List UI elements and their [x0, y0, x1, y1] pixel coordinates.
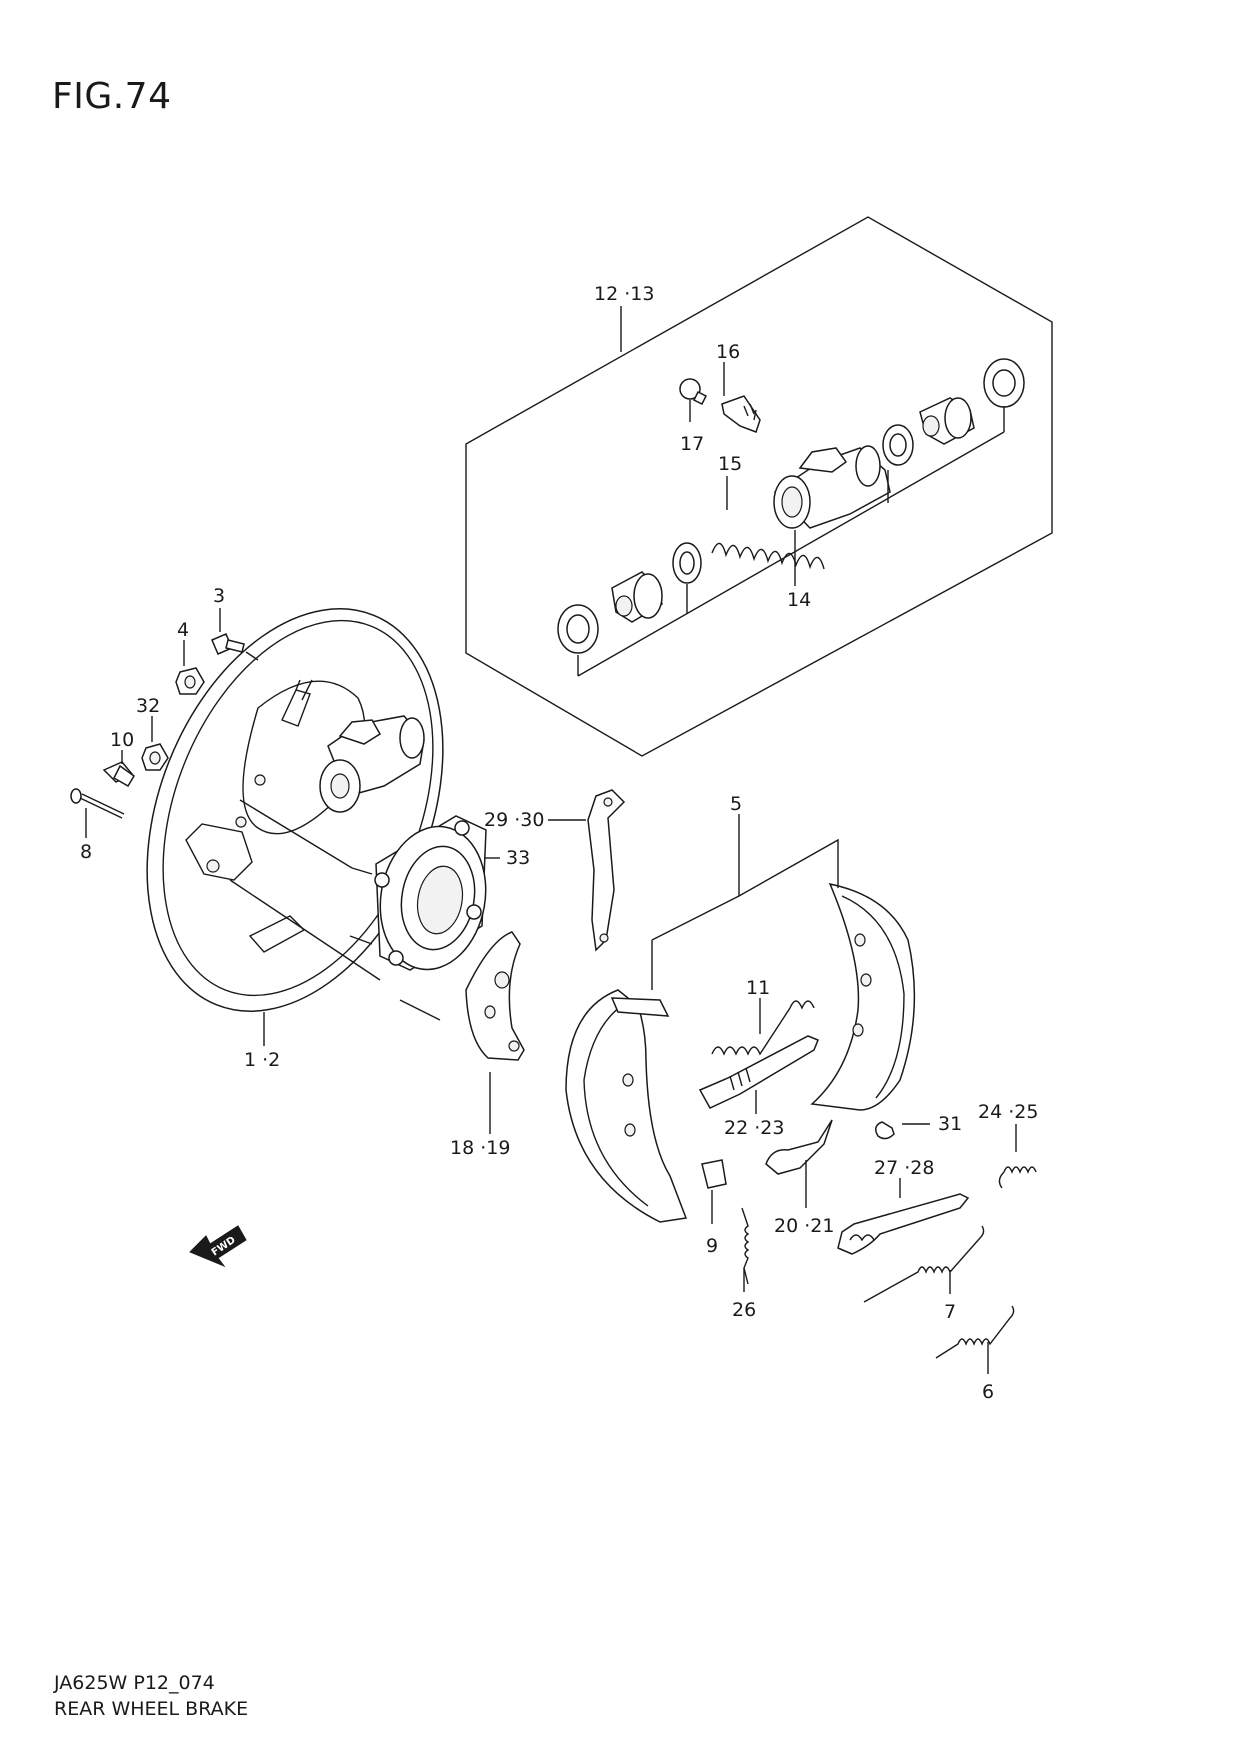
- callout-31: 31: [938, 1113, 962, 1135]
- bleeder-screw: [721, 395, 761, 433]
- cylinder-cup-right: [882, 424, 914, 466]
- figure-title: FIG.74: [52, 76, 172, 117]
- strut-lever: [587, 789, 626, 952]
- footer-code: JA625W P12_074: [54, 1672, 215, 1694]
- brake-shoe-leading: [565, 989, 688, 1223]
- spring-6: [935, 1305, 1015, 1359]
- cylinder-boot-left: [557, 604, 599, 654]
- pin-8: [70, 788, 125, 819]
- callout-14: 14: [787, 589, 811, 611]
- clip-31: [875, 1121, 895, 1140]
- callout-29-30: 29 ·30: [484, 809, 544, 831]
- callout-24-25: 24 ·25: [978, 1101, 1038, 1123]
- adjuster-22-23: [698, 1035, 819, 1109]
- parking-brake-plate: [465, 931, 525, 1061]
- footer-title: REAR WHEEL BRAKE: [54, 1698, 249, 1720]
- kit-bracket-14: [577, 406, 1005, 677]
- cylinder-body: [773, 445, 891, 529]
- wheel-cylinder-kit-box: [465, 216, 1053, 757]
- callout-6: 6: [982, 1381, 994, 1403]
- dash-3: [245, 651, 259, 661]
- bleeder-cap: [679, 378, 708, 406]
- spring-7: [863, 1225, 985, 1303]
- cylinder-spring: [711, 542, 825, 570]
- callout-33: 33: [506, 847, 530, 869]
- callout-17: 17: [680, 433, 704, 455]
- callout-12-13: 12 ·13: [594, 283, 654, 305]
- callout-7: 7: [944, 1301, 956, 1323]
- cylinder-piston-right: [919, 397, 975, 445]
- callout-15: 15: [718, 453, 742, 475]
- spring-11: [711, 1000, 815, 1056]
- callout-11: 11: [746, 977, 770, 999]
- callout-1-2: 1 ·2: [244, 1049, 280, 1071]
- callout-10: 10: [110, 729, 134, 751]
- bolt-10: [102, 761, 135, 788]
- callout-4: 4: [177, 619, 189, 641]
- callout-9: 9: [706, 1235, 718, 1257]
- hub-bearing-flange: [349, 815, 487, 971]
- callout-20-21: 20 ·21: [774, 1215, 834, 1237]
- brake-shoe-trailing: [810, 882, 916, 1111]
- fwd-arrow-icon: FWD: [189, 1225, 247, 1268]
- lever-27-28: [837, 1193, 970, 1255]
- spring-24-25: [998, 1166, 1037, 1189]
- nut-4: [175, 667, 205, 695]
- callout-8: 8: [80, 841, 92, 863]
- guide-9: [701, 1159, 727, 1189]
- backing-plate-cylinder: [319, 715, 425, 813]
- cylinder-piston-left: [611, 571, 663, 623]
- callout-5: 5: [730, 793, 742, 815]
- callout-26: 26: [732, 1299, 756, 1321]
- backing-plate: [146, 608, 444, 1012]
- bolt-3: [211, 633, 245, 655]
- nut-32: [141, 743, 169, 771]
- axis-hub: [229, 799, 441, 1021]
- leader-5-bracket: [651, 814, 839, 990]
- callout-3: 3: [213, 585, 225, 607]
- cylinder-boot-right: [983, 358, 1025, 408]
- callout-32: 32: [136, 695, 160, 717]
- cylinder-cup-left: [672, 542, 702, 584]
- lever-20-21: [765, 1119, 833, 1175]
- callout-27-28: 27 ·28: [874, 1157, 934, 1179]
- spring-26: [741, 1207, 750, 1285]
- callout-16: 16: [716, 341, 740, 363]
- callout-22-23: 22 ·23: [724, 1117, 784, 1139]
- callout-18-19: 18 ·19: [450, 1137, 510, 1159]
